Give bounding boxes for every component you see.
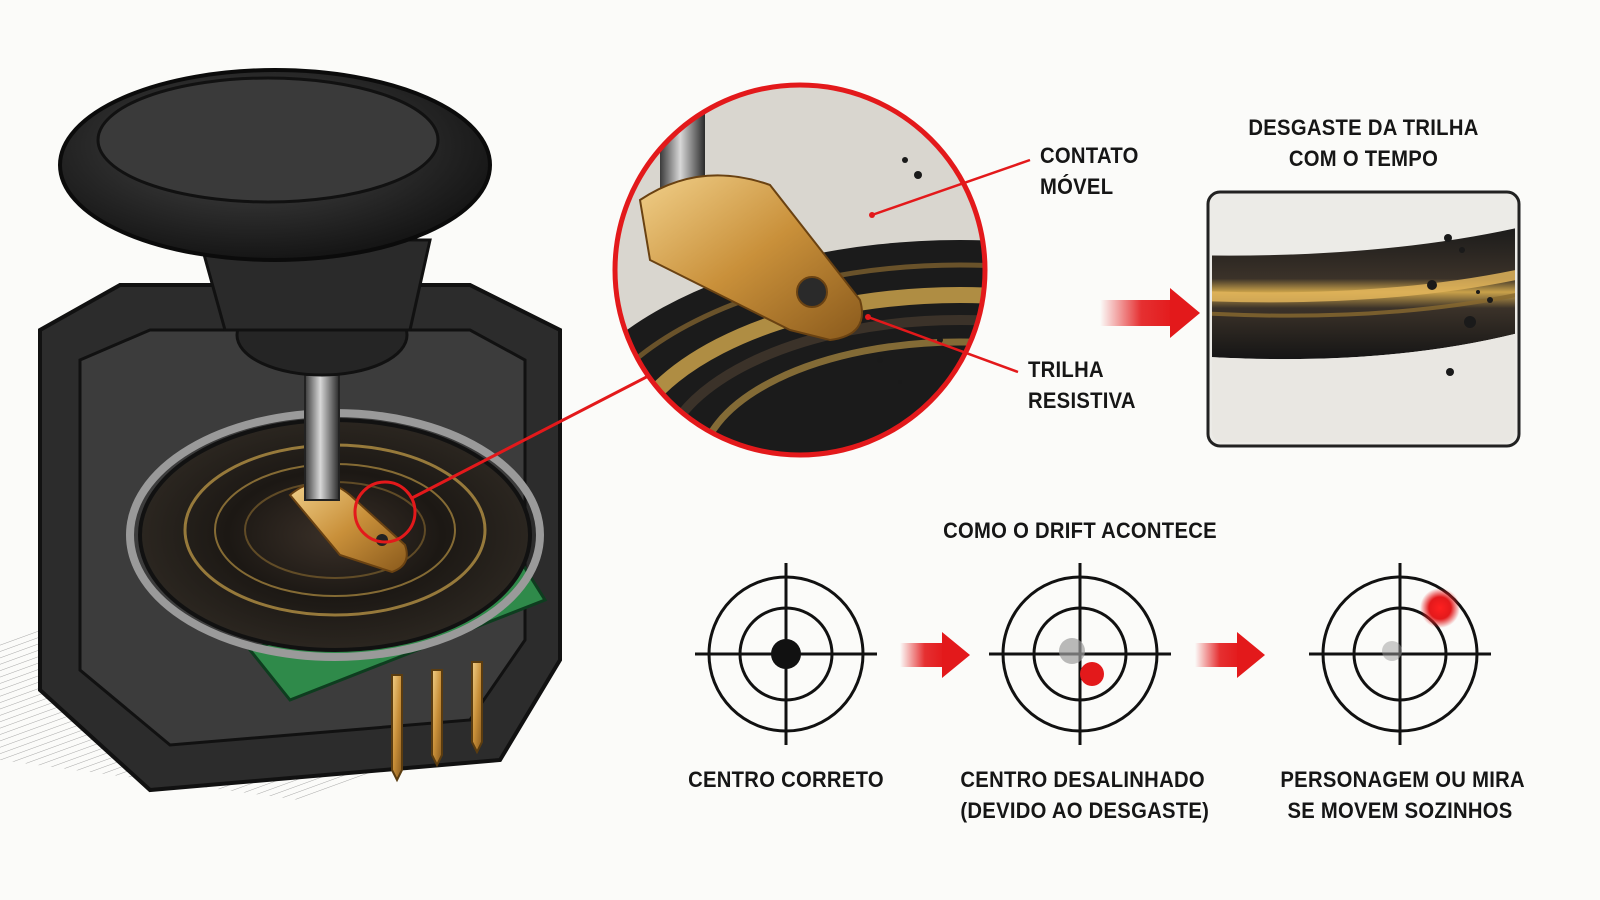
label-resistive-track: TRILHA RESISTIVA — [1028, 354, 1136, 416]
drift-title: COMO O DRIFT ACONTECE — [896, 515, 1264, 546]
drift-arrow-2 — [1195, 632, 1265, 678]
zoom-detail — [612, 82, 1031, 458]
connector-pins — [391, 661, 483, 783]
shaft — [304, 374, 340, 501]
caption-drift-result-line1: PERSONAGEM OU MIRA — [1280, 767, 1525, 792]
joystick-module-illustration — [0, 68, 661, 800]
thumbstick-cap-top — [96, 76, 440, 204]
wear-panel — [1100, 190, 1521, 448]
caption-misaligned-center-line2: (DEVIDO AO DESGASTE) — [960, 798, 1210, 823]
crosshair-offset-icon — [989, 563, 1171, 745]
magnify-leader-line — [411, 368, 661, 500]
magnify-target-ring — [353, 480, 417, 544]
caption-drift-result: PERSONAGEM OU MIRA SE MOVEM SOZINHOS — [1280, 764, 1525, 826]
crosshair-centered-icon — [695, 563, 877, 745]
drift-sequence — [695, 563, 1491, 745]
track-callout-line — [867, 315, 1019, 374]
drift-title-text: COMO O DRIFT ACONTECE — [943, 518, 1217, 543]
label-moving-contact-line1: CONTATO — [1040, 143, 1139, 168]
zoom-frame — [612, 82, 988, 458]
caption-misaligned-center: CENTRO DESALINHADO (DEVIDO AO DESGASTE) — [960, 764, 1210, 826]
wear-panel-title: DESGASTE DA TRILHA COM O TEMPO — [1224, 112, 1503, 174]
wear-panel-title-line2: COM O TEMPO — [1288, 146, 1439, 171]
caption-correct-center-line1: CENTRO CORRETO — [688, 767, 884, 792]
label-moving-contact-line2: MÓVEL — [1040, 174, 1114, 199]
contact-callout-line — [871, 158, 1031, 217]
wear-arrow — [1100, 288, 1200, 338]
caption-drift-result-line2: SE MOVEM SOZINHOS — [1287, 798, 1513, 823]
crosshair-drift-icon — [1309, 563, 1491, 745]
drift-arrow-1 — [900, 632, 970, 678]
wear-panel-title-line1: DESGASTE DA TRILHA — [1248, 115, 1479, 140]
caption-misaligned-center-line1: CENTRO DESALINHADO — [960, 767, 1205, 792]
caption-correct-center: CENTRO CORRETO — [676, 764, 897, 795]
label-resistive-track-line1: TRILHA — [1028, 357, 1104, 382]
label-moving-contact: CONTATO MÓVEL — [1040, 140, 1139, 202]
label-resistive-track-line2: RESISTIVA — [1028, 388, 1136, 413]
